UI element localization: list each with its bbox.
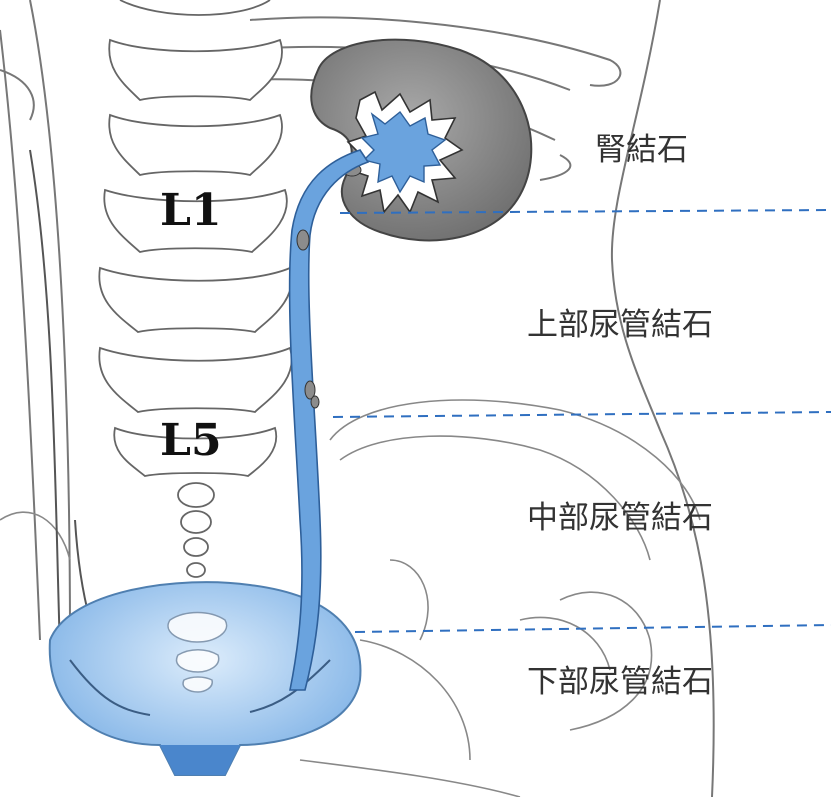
vertebra-label-l1: L1 [160,185,222,236]
zone-dividers [333,210,831,632]
zone-label-kidney: 腎結石 [595,132,688,168]
zone-label-lower-ureter: 下部尿管結石 [527,664,713,700]
divider-middle-lower [355,625,831,632]
zone-label-upper-ureter: 上部尿管結石 [527,307,713,343]
vertebra-label-l5: L5 [160,415,222,466]
spine [99,0,291,577]
kidney [311,40,531,241]
zone-label-middle-ureter: 中部尿管結石 [527,500,713,536]
